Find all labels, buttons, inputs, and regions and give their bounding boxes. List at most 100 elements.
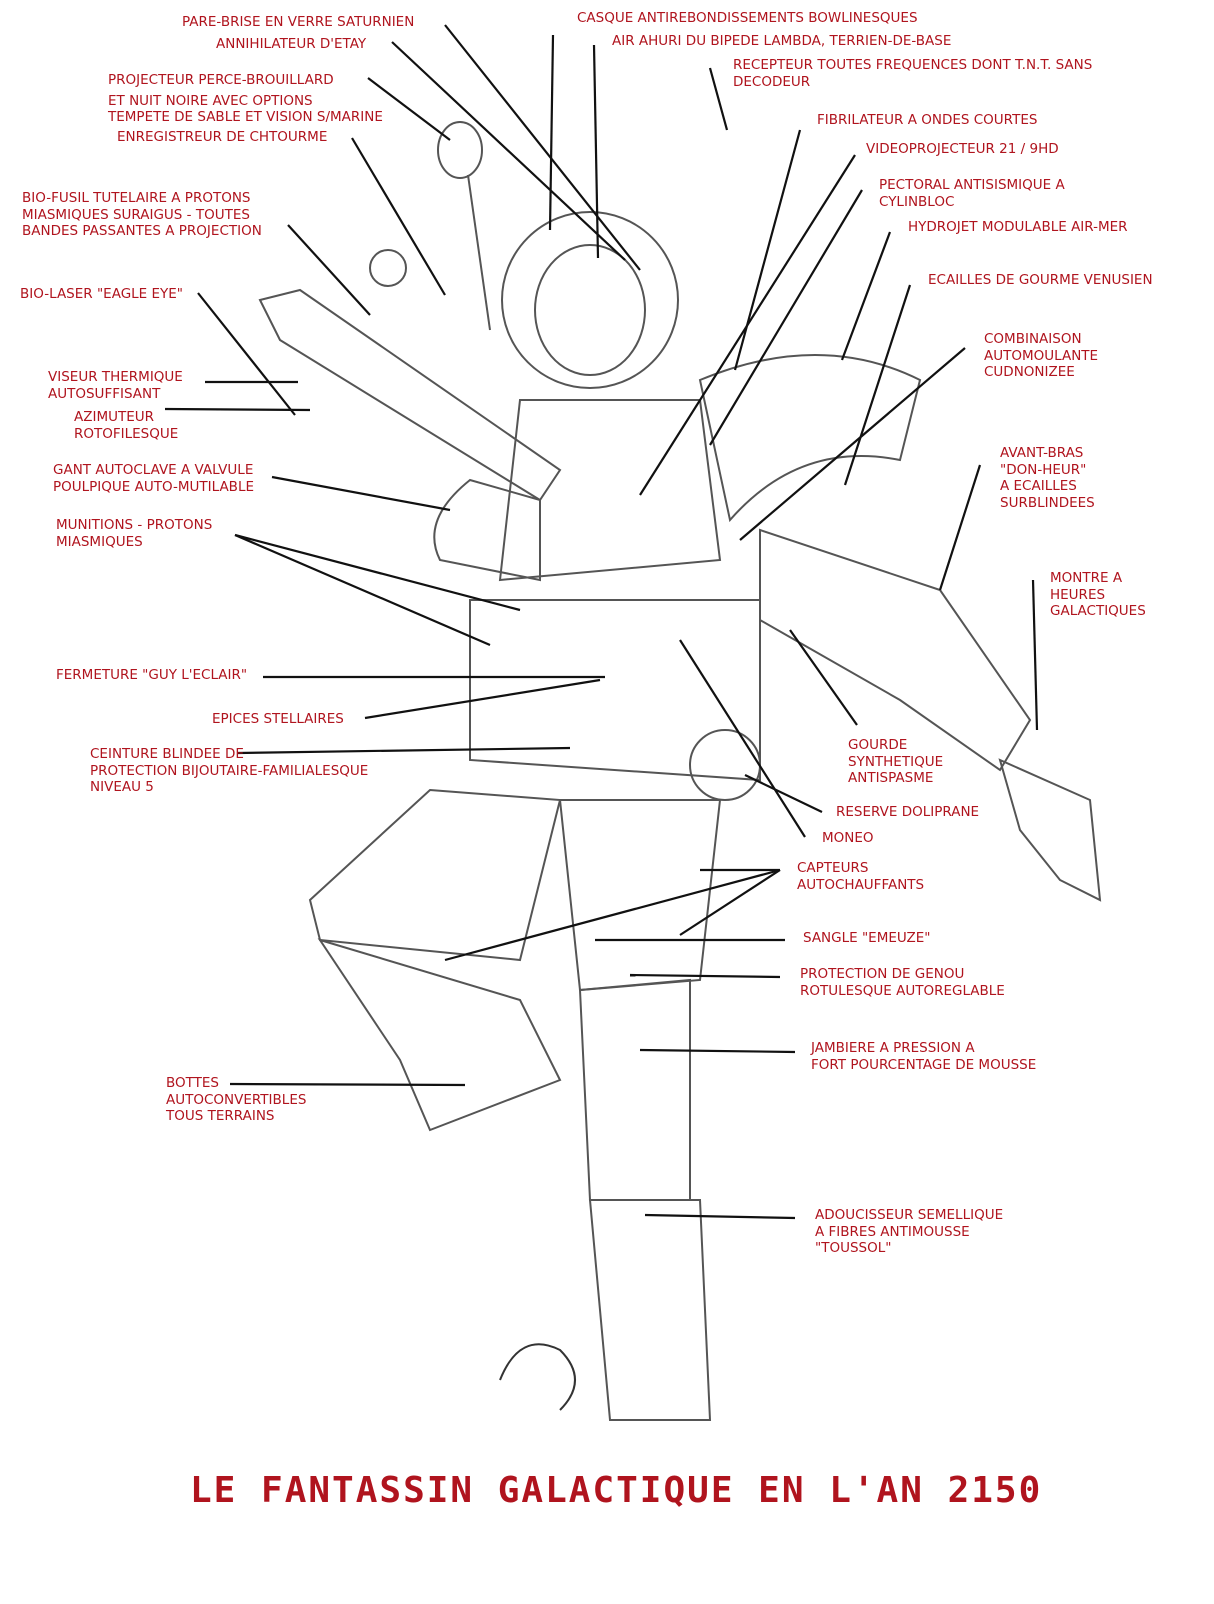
belt-area	[469, 599, 761, 782]
label-line: GOURDE	[848, 737, 908, 753]
label-line: A FIBRES ANTIMOUSSE	[815, 1223, 970, 1240]
label-casque: CASQUE ANTIREBONDISSEMENTS BOWLINESQUES	[577, 10, 918, 27]
label-air-ahuri: AIR AHURI DU BIPEDE LAMBDA, TERRIEN-DE-B…	[612, 33, 951, 50]
label-line: ROTULESQUE AUTOREGLABLE	[800, 982, 1005, 999]
label-line: ECAILLES DE GOURME VENUSIEN	[928, 272, 1153, 288]
label-line: RECEPTEUR TOUTES FREQUENCES DONT T.N.T. …	[733, 57, 1093, 73]
label-line: FERMETURE "GUY L'ECLAIR"	[56, 667, 248, 683]
label-line: PROTECTION DE GENOU	[800, 966, 965, 982]
glove	[433, 478, 541, 582]
label-enregistreur: ENREGISTREUR DE CHTOURME	[117, 129, 327, 146]
label-epices: EPICES STELLAIRES	[212, 711, 344, 728]
label-line: DECODEUR	[733, 73, 811, 90]
label-line: JAMBIERE A PRESSION A	[811, 1040, 975, 1056]
label-line: PECTORAL ANTISISMIQUE A	[879, 177, 1065, 193]
label-bio-laser: BIO-LASER "EAGLE EYE"	[20, 286, 183, 303]
label-line: BANDES PASSANTES A PROJECTION	[22, 223, 262, 239]
face	[534, 244, 646, 376]
label-line: ANNIHILATEUR D'ETAY	[216, 36, 367, 52]
left-thigh	[308, 788, 562, 962]
label-line: SURBLINDEES	[1000, 494, 1095, 511]
right-thigh	[558, 799, 722, 992]
label-line: GANT AUTOCLAVE A VALVULE	[53, 462, 254, 478]
label-line: ET NUIT NOIRE AVEC OPTIONS	[108, 92, 313, 109]
left-boot	[317, 938, 562, 1132]
helmet	[501, 211, 679, 389]
label-annihilateur: ANNIHILATEUR D'ETAY	[216, 36, 366, 53]
label-line: MIASMIQUES	[56, 533, 143, 550]
label-line: PARE-BRISE EN VERRE SATURNIEN	[182, 14, 415, 30]
label-reserve: RESERVE DOLIPRANE	[836, 804, 979, 821]
label-pare-brise: PARE-BRISE EN VERRE SATURNIEN	[182, 14, 414, 31]
label-line: HEURES	[1050, 586, 1106, 603]
label-line: CAPTEURS	[797, 860, 869, 876]
label-fibrilateur: FIBRILATEUR A ONDES COURTES	[817, 112, 1037, 129]
label-line: AIR AHURI DU BIPEDE LAMBDA, TERRIEN-DE-B…	[612, 33, 952, 49]
label-line: AUTOMOULANTE	[984, 347, 1099, 364]
searchlight	[437, 121, 483, 179]
label-line: FIBRILATEUR A ONDES COURTES	[817, 112, 1038, 128]
label-line: ENREGISTREUR DE CHTOURME	[117, 129, 328, 145]
label-line: COMBINAISON	[984, 331, 1082, 347]
foot	[588, 1199, 712, 1421]
label-line: A ECAILLES	[1000, 478, 1077, 494]
label-line: EPICES STELLAIRES	[212, 711, 344, 727]
label-line: FORT POURCENTAGE DE MOUSSE	[811, 1056, 1037, 1073]
signature-mark	[499, 1343, 576, 1411]
label-line: RESERVE DOLIPRANE	[836, 804, 980, 820]
label-recepteur: RECEPTEUR TOUTES FREQUENCES DONT T.N.T. …	[733, 57, 1092, 90]
label-line: VIDEOPROJECTEUR 21 / 9HD	[866, 141, 1059, 157]
label-line: ADOUCISSEUR SEMELLIQUE	[815, 1207, 1004, 1223]
shoulder-armor	[698, 354, 922, 523]
diagram-title: LE FANTASSIN GALACTIQUE EN L'AN 2150	[190, 1470, 1043, 1511]
label-line: AUTOSUFFISANT	[48, 385, 161, 402]
label-line: MUNITIONS - PROTONS	[56, 517, 213, 533]
label-line: GALACTIQUES	[1050, 603, 1146, 619]
label-line: MONEO	[822, 830, 874, 846]
label-line: CEINTURE BLINDEE DE	[90, 746, 244, 762]
shin	[578, 978, 691, 1201]
label-line: ROTOFILESQUE	[74, 425, 179, 442]
label-line: VISEUR THERMIQUE	[48, 369, 183, 385]
label-line: AZIMUTEUR	[74, 409, 155, 425]
label-line: ANTISPASME	[848, 770, 934, 786]
label-videoprojecteur: VIDEOPROJECTEUR 21 / 9HD	[866, 141, 1059, 158]
right-hand	[998, 758, 1102, 902]
label-ecailles: ECAILLES DE GOURME VENUSIEN	[928, 272, 1153, 289]
label-line: AVANT-BRAS	[1000, 445, 1084, 461]
label-line: BIO-LASER "EAGLE EYE"	[20, 286, 184, 302]
label-line: CYLINBLOC	[879, 193, 955, 210]
label-line: BIO-FUSIL TUTELAIRE A PROTONS	[22, 190, 251, 206]
label-line: SYNTHETIQUE	[848, 753, 944, 770]
label-line: MIASMIQUES SURAIGUS - TOUTES	[22, 206, 250, 223]
label-line: TOUS TERRAINS	[166, 1108, 275, 1124]
torso	[498, 399, 722, 582]
label-line: "TOUSSOL"	[815, 1240, 892, 1256]
leader-lines	[164, 24, 1039, 1220]
label-line: AUTOCHAUFFANTS	[797, 876, 925, 893]
label-line: PROTECTION BIJOUTAIRE-FAMILIALESQUE	[90, 762, 369, 779]
label-fermeture: FERMETURE "GUY L'ECLAIR"	[56, 667, 247, 684]
label-line: TEMPETE DE SABLE ET VISION S/MARINE	[108, 109, 383, 125]
label-line: NIVEAU 5	[90, 779, 154, 795]
label-moneo: MONEO	[822, 830, 874, 847]
